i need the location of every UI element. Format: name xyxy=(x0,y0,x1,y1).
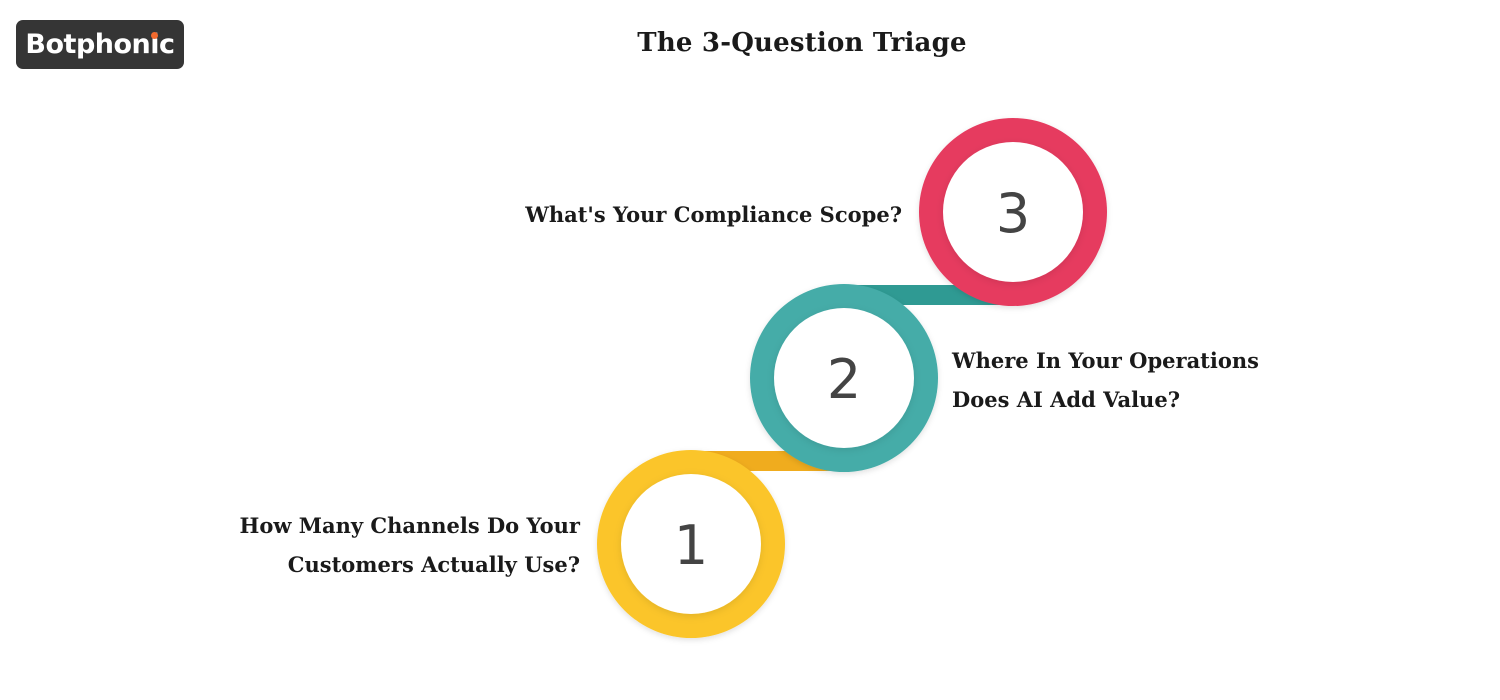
step-2-label: Where In Your Operations Does AI Add Val… xyxy=(952,341,1259,419)
step-2-label-line1: Where In Your Operations xyxy=(952,348,1259,373)
step-3-label-line1: What's Your Compliance Scope? xyxy=(525,202,902,227)
step-3-circle: 3 xyxy=(919,118,1107,306)
page-title: The 3-Question Triage xyxy=(637,28,967,58)
brand-name-i: i xyxy=(150,29,160,60)
step-3-number: 3 xyxy=(996,182,1030,245)
brand-name-suffix: c xyxy=(159,29,175,60)
step-1-label-line1: How Many Channels Do Your xyxy=(239,513,580,538)
step-3-label: What's Your Compliance Scope? xyxy=(525,195,902,234)
step-1-number: 1 xyxy=(674,514,708,577)
logo-accent-dot-icon xyxy=(151,32,159,39)
step-1-label: How Many Channels Do Your Customers Actu… xyxy=(239,506,580,584)
step-2-number: 2 xyxy=(827,348,861,411)
brand-name-prefix: Botphon xyxy=(25,29,151,60)
step-1-label-line2: Customers Actually Use? xyxy=(287,552,580,577)
step-2-label-line2: Does AI Add Value? xyxy=(952,387,1180,412)
step-2-circle: 2 xyxy=(750,284,938,472)
step-1-circle: 1 xyxy=(597,450,785,638)
